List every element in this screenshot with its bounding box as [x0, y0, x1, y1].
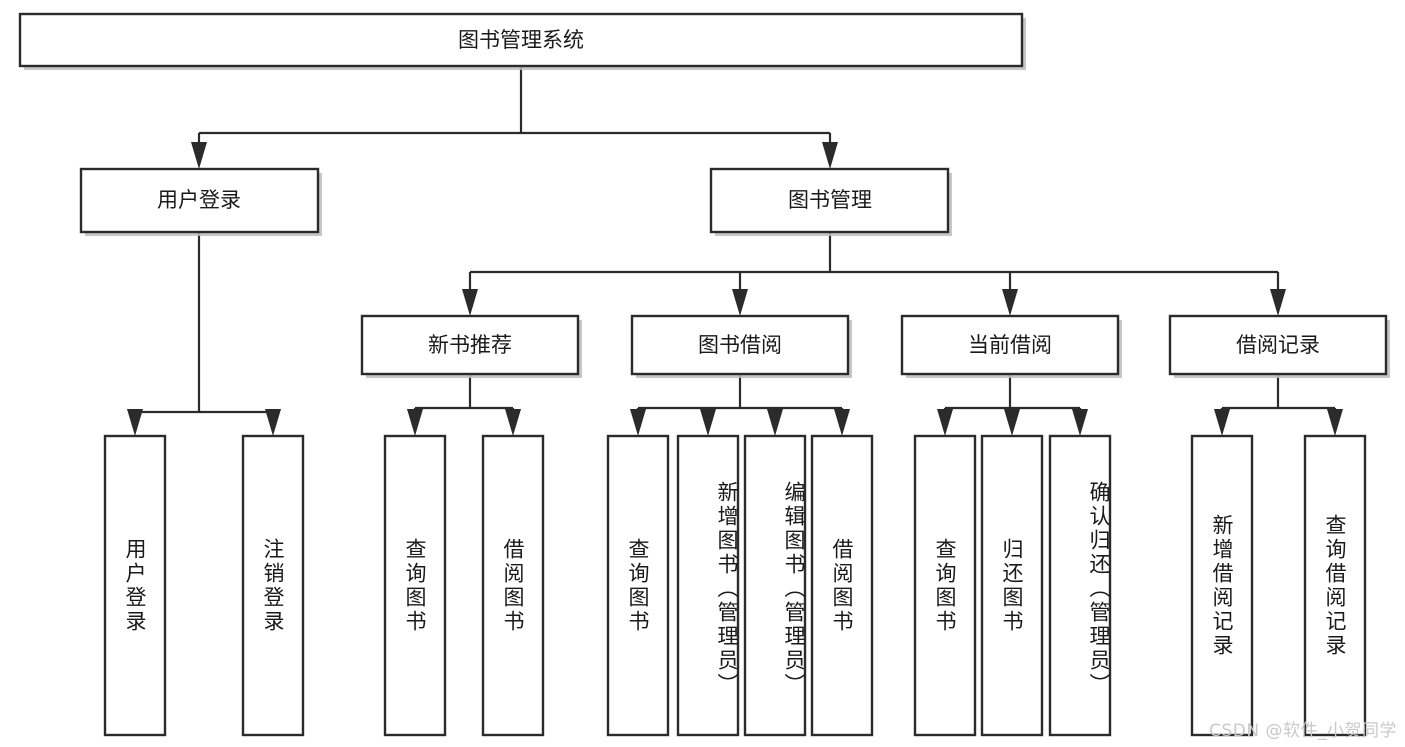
leaf-user-logout-box[interactable] — [241, 434, 305, 737]
node-borrow-record[interactable]: 借阅记录 — [1168, 314, 1390, 378]
node-current-borrow-box[interactable] — [900, 314, 1120, 376]
arrow-head-leaf-query-book-3 — [937, 409, 953, 436]
node-borrow-record-label: 借阅记录 — [1236, 333, 1320, 357]
arrow-head-leaf-borrow-book-2 — [834, 409, 850, 436]
watermark: CSDN @软件_小贺同学 — [1209, 721, 1397, 741]
arrow-head-book-borrow — [732, 289, 748, 316]
arrow-head-borrow-record — [1270, 289, 1286, 316]
connector-group-current-borrow — [937, 374, 1088, 436]
node-new-book-recommend-box[interactable] — [360, 314, 580, 376]
arrow-head-new-book-recommend — [462, 289, 478, 316]
node-user-login-box[interactable] — [79, 167, 320, 234]
node-root-label: 图书管理系统 — [458, 28, 584, 52]
arrow-head-leaf-query-book-1 — [407, 409, 423, 436]
leaf-user-login-box[interactable] — [103, 434, 167, 737]
node-user-login-label: 用户登录 — [157, 188, 241, 212]
leaf-query-book-2-box[interactable] — [606, 434, 670, 737]
leaf-confirm-return-box[interactable] — [1048, 434, 1112, 737]
leaf-edit-book-box[interactable] — [743, 434, 807, 737]
connector-group-root — [191, 66, 838, 169]
arrow-head-leaf-query-record — [1327, 409, 1343, 436]
arrow-head-book-management — [822, 142, 838, 169]
arrow-head-leaf-user-logout — [265, 409, 281, 436]
connector-group-book-management — [462, 232, 1286, 316]
node-new-book-recommend[interactable]: 新书推荐 — [360, 314, 582, 378]
arrow-head-leaf-confirm-return — [1072, 409, 1088, 436]
connector-group-new-book-recommend — [407, 374, 521, 436]
arrow-head-user-login — [191, 142, 207, 169]
node-current-borrow[interactable]: 当前借阅 — [900, 314, 1122, 378]
arrow-head-leaf-user-login — [127, 409, 143, 436]
leaf-boxes — [103, 434, 1367, 737]
node-borrow-record-box[interactable] — [1168, 314, 1388, 376]
leaf-borrow-book-2-box[interactable] — [810, 434, 874, 737]
node-root[interactable]: 图书管理系统 — [18, 12, 1026, 70]
node-book-borrow-label: 图书借阅 — [698, 333, 782, 357]
arrow-head-leaf-edit-book — [767, 409, 783, 436]
arrow-head-current-borrow — [1002, 289, 1018, 316]
connector-group-borrow-record — [1214, 374, 1343, 436]
connector-group-book-borrow — [630, 374, 850, 436]
leaf-add-book-box[interactable] — [676, 434, 740, 737]
leaf-query-book-3-box[interactable] — [913, 434, 977, 737]
leaf-return-book-box[interactable] — [980, 434, 1044, 737]
node-root-box[interactable] — [18, 12, 1024, 68]
node-user-login[interactable]: 用户登录 — [79, 167, 322, 236]
arrow-head-leaf-add-book — [700, 409, 716, 436]
node-book-management-box[interactable] — [709, 167, 950, 234]
leaf-borrow-book-1-box[interactable] — [481, 434, 545, 737]
node-book-borrow[interactable]: 图书借阅 — [630, 314, 852, 378]
node-book-management[interactable]: 图书管理 — [709, 167, 952, 236]
node-new-book-recommend-label: 新书推荐 — [428, 333, 512, 357]
node-current-borrow-label: 当前借阅 — [968, 333, 1052, 357]
node-book-borrow-box[interactable] — [630, 314, 850, 376]
arrow-head-leaf-query-book-2 — [630, 409, 646, 436]
node-book-management-label: 图书管理 — [788, 188, 872, 212]
arrow-head-leaf-add-record — [1214, 409, 1230, 436]
leaf-query-book-1-box[interactable] — [383, 434, 447, 737]
leaf-query-record-box[interactable] — [1303, 434, 1367, 737]
leaf-add-record-box[interactable] — [1190, 434, 1254, 737]
arrow-head-leaf-borrow-book-1 — [505, 409, 521, 436]
arrow-head-leaf-return-book — [1004, 409, 1020, 436]
connector-group-user-login — [127, 232, 281, 436]
